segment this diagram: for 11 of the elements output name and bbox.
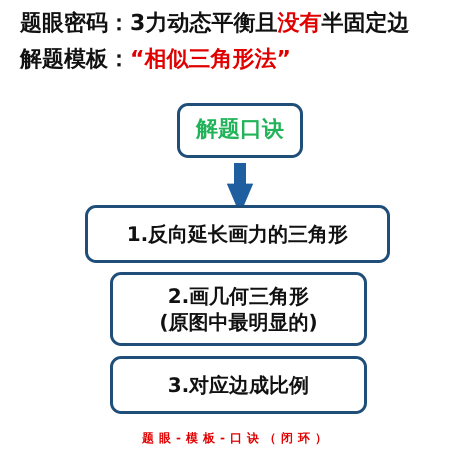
box-title: 解题口诀 [196, 116, 284, 144]
step-text: 3.对应边成比例 [168, 372, 310, 398]
heading-text: 解题模板：“相似三角形法” [20, 46, 291, 74]
step-box [110, 272, 367, 346]
step-box [85, 205, 390, 263]
step-text: 2.画几何三角形 (原图中最明显的) [158, 283, 319, 335]
heading-text: 题眼密码：3力动态平衡且没有半固定边 [20, 10, 410, 38]
caption: 题眼-模板-口诀（闭环） [140, 430, 333, 447]
step-text: 1.反向延长画力的三角形 [126, 221, 348, 247]
step-box [110, 356, 367, 414]
title-box [177, 103, 303, 158]
